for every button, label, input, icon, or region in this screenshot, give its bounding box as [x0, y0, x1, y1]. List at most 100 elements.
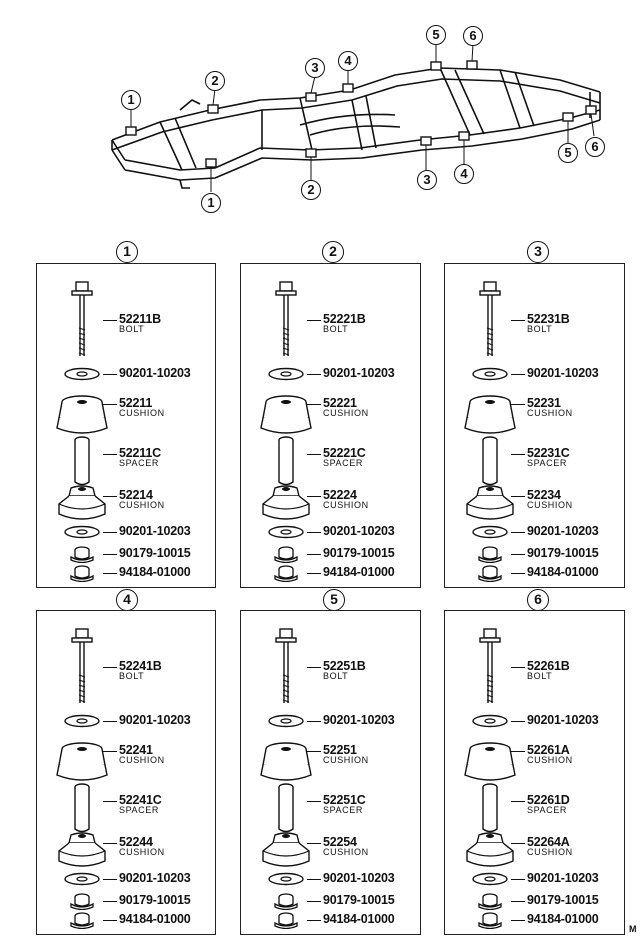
part-number: 90179-10015 [527, 546, 599, 560]
frame-marker-6-top: 6 [463, 26, 483, 46]
part-nut-drawing [478, 893, 502, 910]
frame-marker-2-bottom: 2 [301, 180, 321, 200]
part-nut-drawing [274, 893, 298, 910]
part-number: 90179-10015 [323, 893, 395, 907]
part-number: 90201-10203 [323, 871, 395, 885]
part-leader-line [511, 843, 525, 844]
part-washer-drawing [472, 525, 508, 539]
part-nut-drawing [478, 546, 502, 563]
part-name: SPACER [323, 458, 363, 468]
part-washer-drawing [268, 525, 304, 539]
part-leader-line [103, 532, 117, 533]
part-number: 90201-10203 [323, 366, 395, 380]
part-bolt-drawing [71, 281, 93, 356]
part-cushion2-drawing [466, 832, 514, 867]
part-cushion-drawing [260, 395, 312, 434]
part-number: 52261B [527, 659, 570, 673]
frame-marker-4-bottom: 4 [454, 164, 474, 184]
part-leader-line [103, 901, 117, 902]
part-number: 94184-01000 [527, 565, 599, 579]
part-number: 52211C [119, 446, 161, 460]
part-bolt-drawing [71, 628, 93, 703]
part-cushion2-drawing [58, 832, 106, 867]
part-cushion2-drawing [262, 485, 310, 520]
part-name: CUSHION [323, 408, 369, 418]
part-leader-line [103, 374, 117, 375]
part-cushion-drawing [260, 742, 312, 781]
part-number: 90201-10203 [527, 524, 599, 538]
part-number: 90201-10203 [119, 713, 191, 727]
part-number: 90201-10203 [119, 871, 191, 885]
part-leader-line [511, 374, 525, 375]
part-cushion-drawing [56, 742, 108, 781]
part-bolt-drawing [479, 281, 501, 356]
part-number: 90201-10203 [119, 366, 191, 380]
part-number: 94184-01000 [119, 912, 191, 926]
part-bolt-drawing [275, 628, 297, 703]
part-name: CUSHION [119, 500, 165, 510]
part-leader-line [511, 320, 525, 321]
part-leader-line [511, 920, 525, 921]
part-leader-line [511, 667, 525, 668]
part-cushion-drawing [464, 395, 516, 434]
frame-marker-3-top: 3 [305, 58, 325, 78]
part-name: CUSHION [119, 755, 165, 765]
part-nut2-drawing [70, 565, 94, 582]
part-washer-drawing [268, 367, 304, 381]
part-number: 90179-10015 [527, 893, 599, 907]
panel-marker-2: 2 [322, 241, 344, 263]
part-leader-line [307, 721, 321, 722]
part-number: 52241 [119, 743, 153, 757]
part-cushion-drawing [464, 742, 516, 781]
part-leader-line [307, 843, 321, 844]
part-washer-drawing [268, 872, 304, 886]
part-name: CUSHION [323, 755, 369, 765]
part-spacer-drawing [74, 783, 90, 833]
part-number: 90201-10203 [119, 524, 191, 538]
part-name: SPACER [527, 805, 567, 815]
part-name: BOLT [527, 324, 553, 334]
part-leader-line [103, 801, 117, 802]
part-number: 90201-10203 [527, 871, 599, 885]
frame-marker-5-bottom: 5 [558, 143, 578, 163]
part-name: BOLT [323, 324, 349, 334]
part-number: 52244 [119, 835, 153, 849]
part-nut-drawing [70, 893, 94, 910]
chassis-frame-drawing [111, 43, 601, 192]
part-name: BOLT [119, 671, 145, 681]
part-washer-drawing [472, 367, 508, 381]
part-washer-drawing [64, 872, 100, 886]
part-leader-line [103, 404, 117, 405]
part-number: 52251B [323, 659, 366, 673]
part-number: 90201-10203 [323, 524, 395, 538]
part-number: 90201-10203 [527, 366, 599, 380]
part-leader-line [511, 879, 525, 880]
part-number: 52221 [323, 396, 357, 410]
part-number: 52231C [527, 446, 570, 460]
part-name: CUSHION [527, 500, 573, 510]
part-number: 94184-01000 [323, 912, 395, 926]
part-name: SPACER [119, 458, 159, 468]
part-name: CUSHION [119, 847, 165, 857]
part-spacer-drawing [278, 783, 294, 833]
part-name: CUSHION [527, 755, 573, 765]
part-leader-line [103, 920, 117, 921]
part-nut2-drawing [478, 912, 502, 929]
frame-diagram: 1 2 3 4 5 6 1 2 3 4 5 6 [0, 0, 640, 235]
part-leader-line [511, 496, 525, 497]
part-number: 52251C [323, 793, 366, 807]
part-number: 52261D [527, 793, 570, 807]
part-cushion-drawing [56, 395, 108, 434]
frame-marker-1-top: 1 [121, 90, 141, 110]
part-leader-line [103, 667, 117, 668]
part-spacer-drawing [482, 436, 498, 486]
part-leader-line [511, 454, 525, 455]
part-washer-drawing [268, 714, 304, 728]
part-name: SPACER [527, 458, 567, 468]
frame-marker-3-bottom: 3 [417, 170, 437, 190]
part-nut2-drawing [70, 912, 94, 929]
